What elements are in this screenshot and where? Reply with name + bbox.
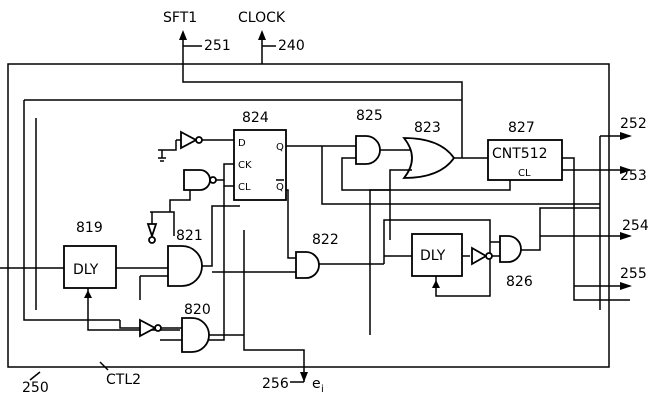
and-gate-821	[167, 245, 203, 287]
output-255	[574, 282, 632, 290]
board-name: CTL2	[106, 372, 141, 388]
and-820-ref: 820	[184, 302, 211, 318]
inverter-820	[119, 318, 182, 338]
ei-sub: i	[321, 384, 324, 395]
ref-240: 240	[278, 38, 305, 54]
and-gate-ck	[160, 163, 234, 341]
output-252	[599, 132, 632, 310]
or-gate-823	[402, 137, 456, 179]
ff-qbar-pin: Q	[276, 182, 284, 193]
board-ref: 250	[22, 380, 49, 396]
ff-824-ref: 824	[242, 110, 269, 126]
output-253	[562, 166, 632, 174]
and-gate-822	[295, 251, 320, 279]
inverter-821	[146, 190, 191, 244]
sft1-line	[179, 30, 463, 150]
and-821-ref: 821	[176, 228, 203, 244]
clock-line	[258, 30, 276, 64]
inverter-d-input	[158, 130, 234, 162]
inverter-826	[471, 246, 493, 266]
flip-flop-824	[233, 129, 287, 201]
out-253-label: 253	[620, 168, 647, 184]
clock-label: CLOCK	[238, 10, 286, 26]
ff-q-pin: Q	[276, 142, 284, 153]
ff-ck-pin: CK	[238, 160, 252, 171]
output-254	[540, 232, 632, 240]
ff-d-pin: D	[238, 138, 246, 149]
or-823-ref: 823	[414, 120, 441, 136]
and-gate-820	[181, 317, 210, 353]
sft1-label: SFT1	[163, 10, 197, 26]
and-gate-825	[355, 135, 381, 165]
cnt-name: CNT512	[492, 146, 548, 162]
delay-819	[63, 245, 117, 289]
ei-input-line	[243, 230, 308, 383]
ff-cl-pin: CL	[238, 182, 251, 193]
board-outline	[7, 63, 610, 368]
out-255-label: 255	[620, 266, 647, 282]
out-254-label: 254	[622, 218, 649, 234]
and-826-ref: 826	[506, 274, 533, 290]
dly819-tap	[87, 288, 180, 331]
cnt-827-ref: 827	[508, 120, 535, 136]
dly-819-label: DLY	[73, 262, 99, 278]
cnt-cl-pin: CL	[518, 168, 531, 179]
ref-251: 251	[204, 38, 231, 54]
and-822-ref: 822	[312, 232, 339, 248]
and-gate-826	[499, 235, 522, 263]
dly-b-label: DLY	[420, 248, 446, 264]
dly-819-ref: 819	[76, 220, 103, 236]
counter-827	[487, 139, 563, 181]
ei-ref: 256	[262, 376, 289, 392]
and-825-ref: 825	[356, 108, 383, 124]
out-252-label: 252	[620, 116, 647, 132]
ei-label: e	[312, 376, 321, 392]
delay-826-block	[411, 233, 463, 277]
